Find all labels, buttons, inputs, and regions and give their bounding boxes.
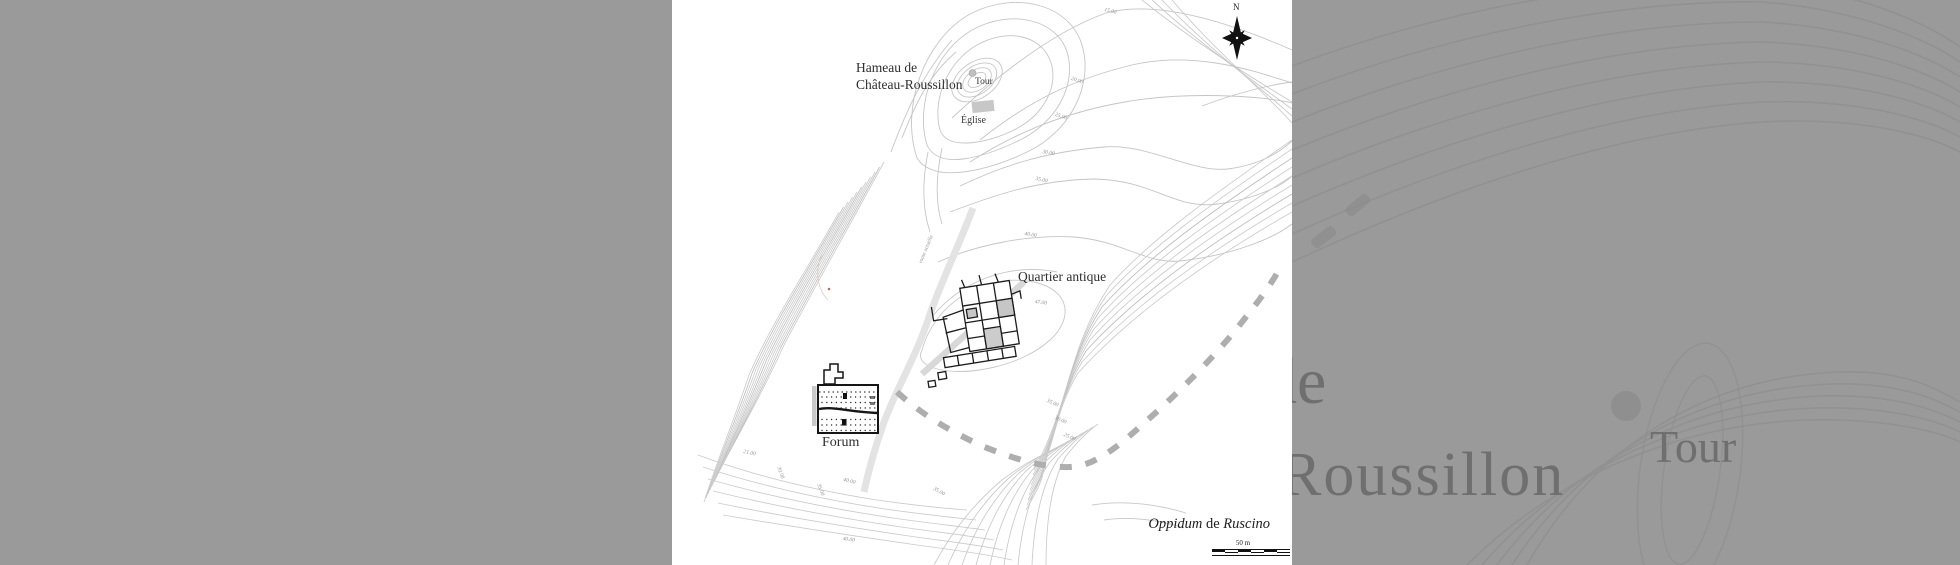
scale-bar (1212, 549, 1290, 556)
compass-rose-icon (1222, 16, 1252, 60)
title-de: de (1205, 516, 1220, 532)
contour-hill-loops (890, 2, 1086, 233)
map-title: Oppidum de Ruscino (1148, 516, 1270, 533)
dashed-boundary-line (894, 266, 1283, 471)
preview-tower-dot (1611, 391, 1641, 421)
contour-ne-slope (937, 8, 1292, 263)
left-gray-band (0, 0, 672, 565)
preview-dashed-line (1311, 193, 1370, 249)
tour-label: Tour (975, 77, 993, 87)
hamlet-label: Hameau de Château-Roussillon (856, 60, 963, 92)
forum-label: Forum (822, 435, 860, 450)
compass-north-label: N (1233, 2, 1240, 12)
quartier-antique-label: Quartier antique (1018, 269, 1107, 284)
site-plan-map: Hameau de Château-Roussillon Tour Église… (672, 0, 1292, 565)
preview-text-de: de (1292, 345, 1327, 418)
scale-text: 50 m (1235, 539, 1251, 547)
tower-dot (968, 69, 977, 77)
cadastral-marks (817, 254, 831, 301)
church-building (971, 99, 995, 114)
forum-buildings (812, 363, 879, 434)
preview-contour-lines (1292, 0, 1960, 565)
quartier-antique-buildings (927, 273, 1022, 389)
preview-text-roussillon: Roussillon (1292, 441, 1566, 509)
map-graphics (697, 0, 1292, 565)
title-oppidum: Oppidum (1148, 516, 1203, 532)
eglise-label: Église (961, 115, 986, 126)
preview-text-tour: Tour (1650, 421, 1737, 472)
road-route-actuelle (860, 206, 977, 493)
title-ruscino: Ruscino (1223, 516, 1270, 532)
preview-band: de Roussillon Tour (1292, 0, 1960, 565)
